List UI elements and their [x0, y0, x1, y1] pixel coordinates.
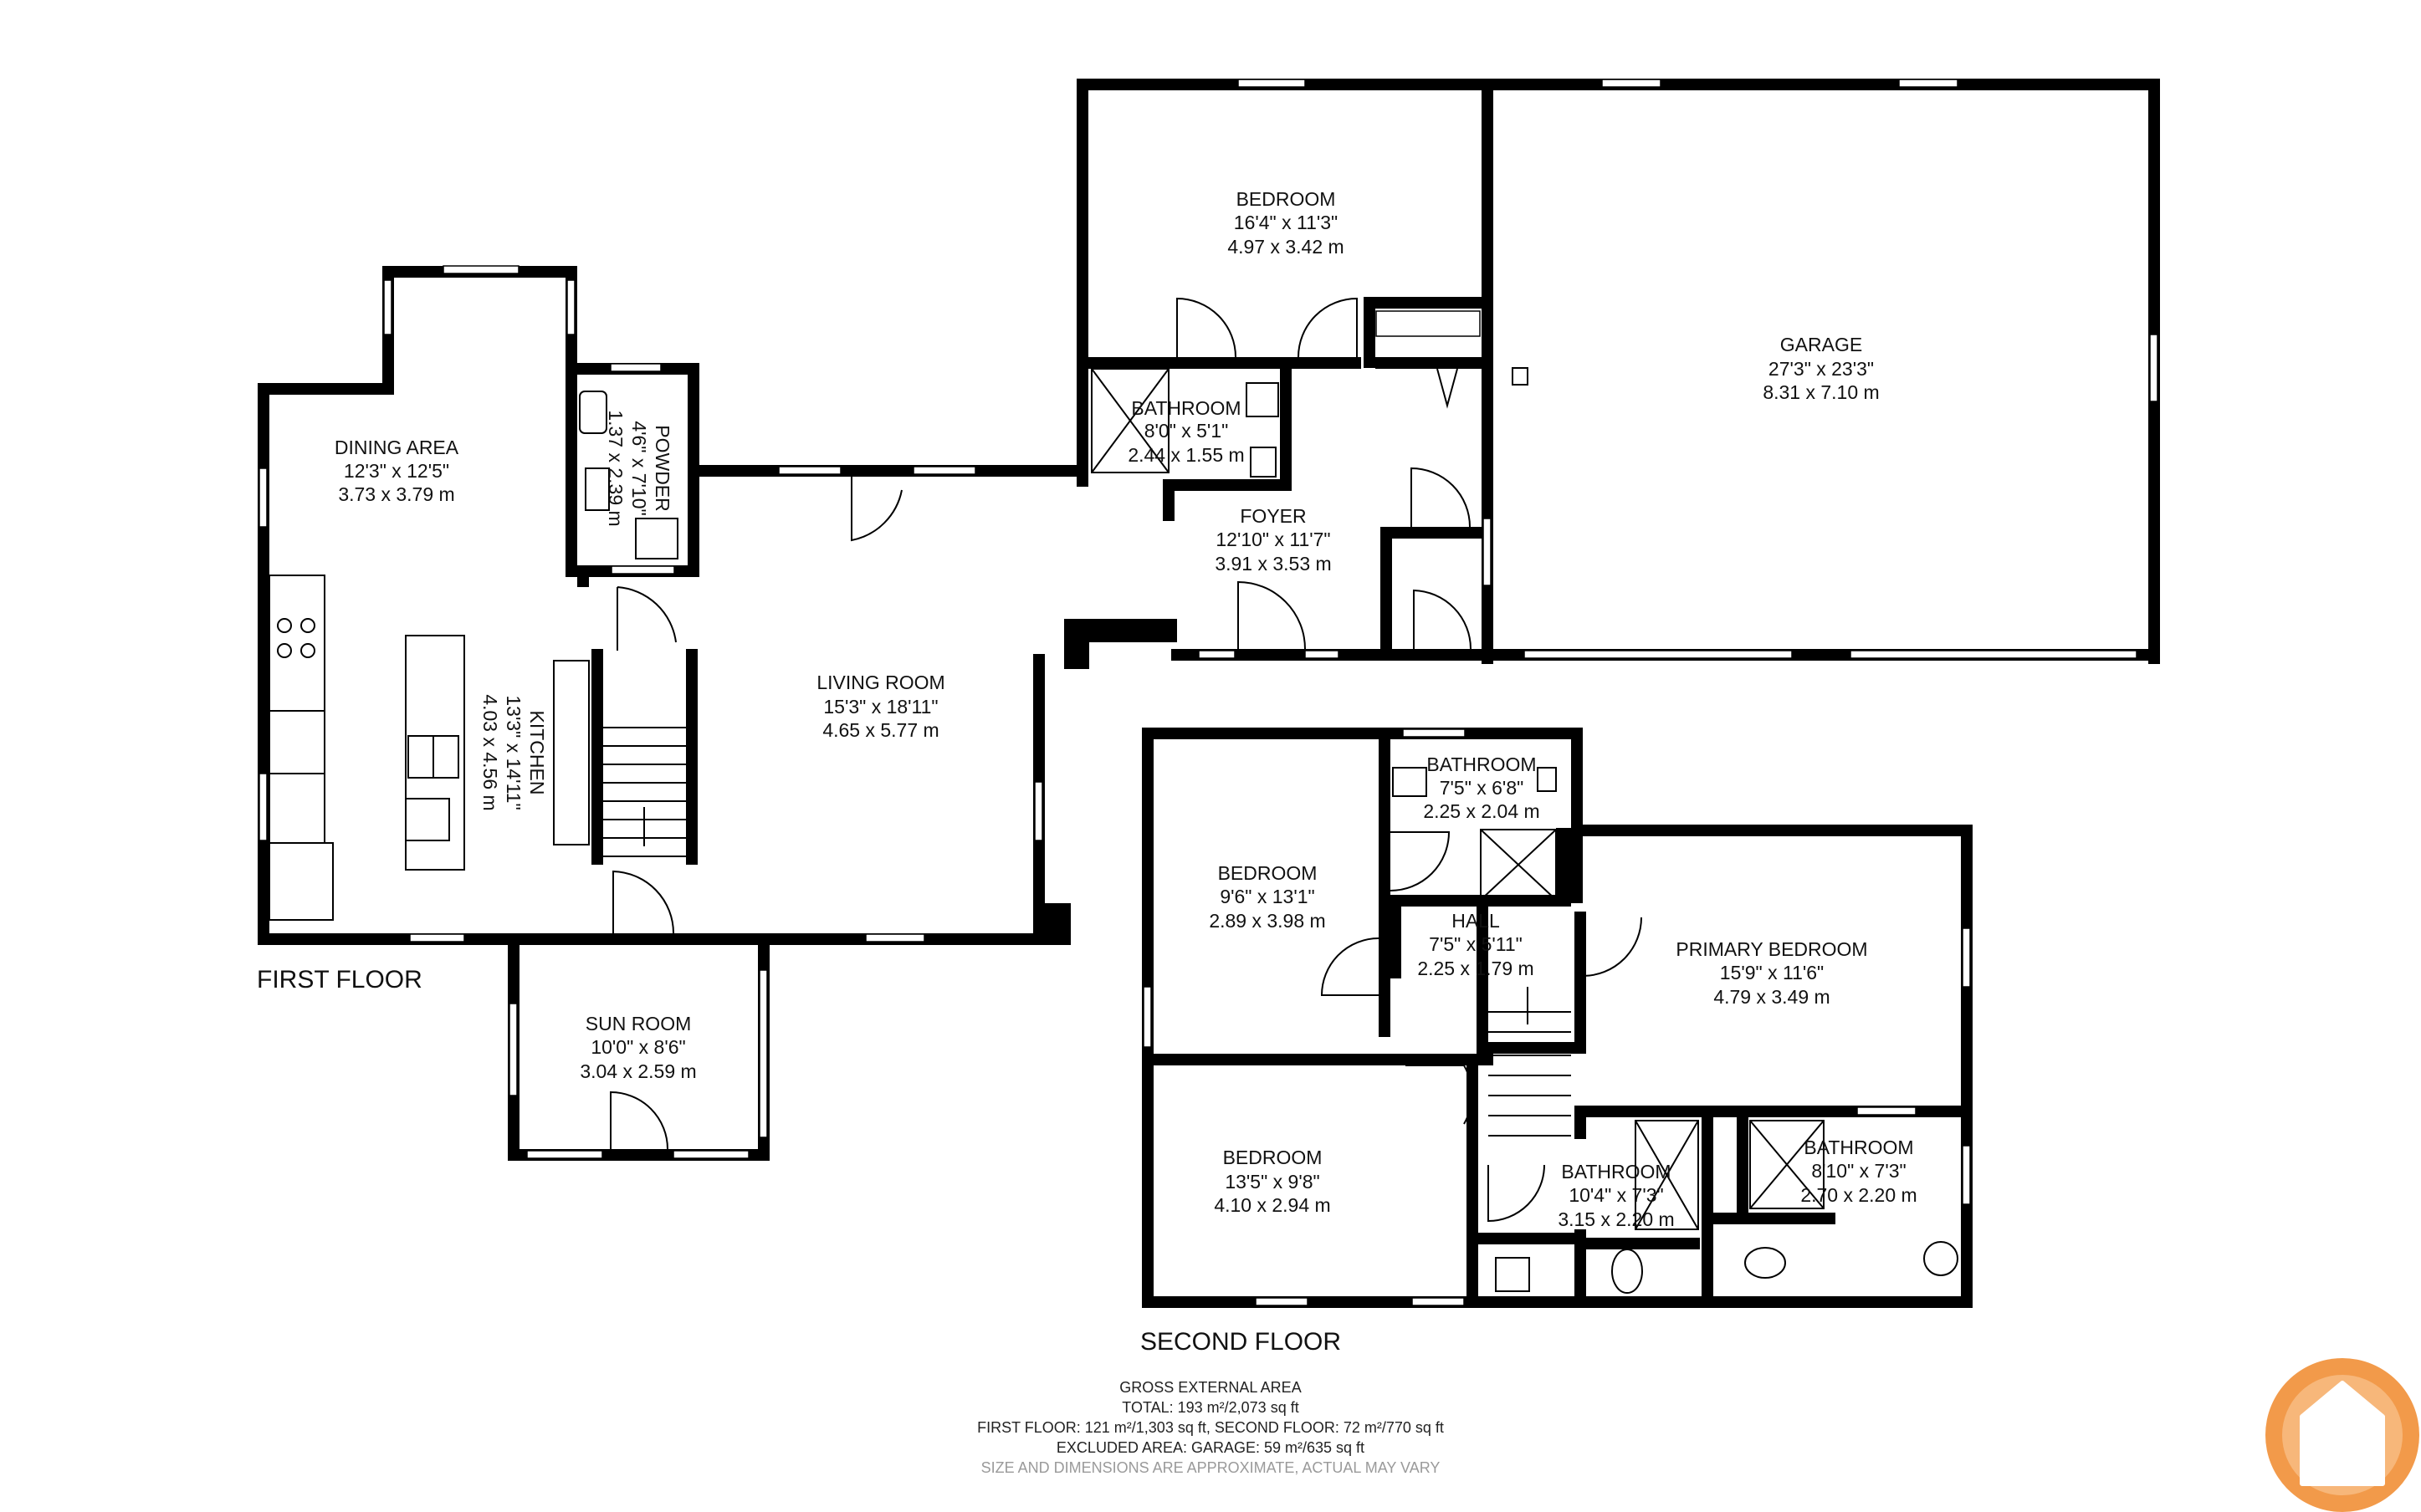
- room-garage: GARAGE 27'3" x 23'3" 8.31 x 7.10 m: [1763, 334, 1879, 403]
- room-sun-room: SUN ROOM 10'0" x 8'6" 3.04 x 2.59 m: [580, 1013, 696, 1082]
- room-imperial: 15'3" x 18'11": [823, 696, 938, 718]
- room-metric: 2.44 x 1.55 m: [1128, 444, 1244, 466]
- room-primary-bedroom: PRIMARY BEDROOM 15'9" x 11'6" 4.79 x 3.4…: [1676, 938, 1867, 1008]
- room-metric: 1.37 x 2.39 m: [605, 410, 627, 526]
- room-metric: 4.03 x 4.56 m: [479, 694, 501, 810]
- room-name: BEDROOM: [1218, 862, 1318, 884]
- room-metric: 3.73 x 3.79 m: [338, 483, 454, 505]
- room-metric: 4.10 x 2.94 m: [1214, 1194, 1330, 1216]
- room-metric: 2.70 x 2.20 m: [1800, 1184, 1917, 1206]
- room-name: BEDROOM: [1223, 1147, 1323, 1168]
- room-metric: 2.25 x 1.79 m: [1417, 958, 1533, 979]
- room-kitchen: KITCHEN 13'3" x 14'11" 4.03 x 4.56 m: [479, 694, 548, 810]
- room-metric: 8.31 x 7.10 m: [1763, 381, 1879, 403]
- room-bathroom-second-c: BATHROOM 8'10" x 7'3" 2.70 x 2.20 m: [1800, 1137, 1917, 1206]
- room-bedroom-second-b: BEDROOM 13'5" x 9'8" 4.10 x 2.94 m: [1214, 1147, 1330, 1216]
- room-metric: 3.04 x 2.59 m: [580, 1060, 696, 1082]
- room-metric: 4.65 x 5.77 m: [822, 719, 939, 741]
- room-name: HALL: [1451, 910, 1500, 932]
- room-name: BATHROOM: [1426, 753, 1536, 775]
- room-name: BATHROOM: [1561, 1161, 1671, 1183]
- room-imperial: 10'0" x 8'6": [591, 1036, 685, 1058]
- room-imperial: 7'5" x 6'8": [1440, 777, 1524, 799]
- gross-area-summary: GROSS EXTERNAL AREA TOTAL: 193 m²/2,073 …: [977, 1379, 1444, 1476]
- summary-excluded: EXCLUDED AREA: GARAGE: 59 m²/635 sq ft: [1057, 1439, 1364, 1456]
- room-metric: 3.91 x 3.53 m: [1215, 553, 1331, 575]
- room-name: LIVING ROOM: [816, 672, 944, 693]
- summary-total: TOTAL: 193 m²/2,073 sq ft: [1122, 1399, 1298, 1416]
- room-bathroom-second-a: BATHROOM 7'5" x 6'8" 2.25 x 2.04 m: [1423, 753, 1539, 822]
- room-name: KITCHEN: [526, 711, 548, 795]
- room-bathroom-first-floor: BATHROOM 8'0" x 5'1" 2.44 x 1.55 m: [1128, 397, 1244, 466]
- room-imperial: 8'0" x 5'1": [1144, 420, 1229, 442]
- room-name: SUN ROOM: [586, 1013, 692, 1034]
- room-imperial: 13'3" x 14'11": [503, 695, 525, 810]
- room-name: GARAGE: [1780, 334, 1862, 355]
- room-bedroom-first-floor: BEDROOM 16'4" x 11'3" 4.97 x 3.42 m: [1227, 188, 1344, 258]
- room-metric: 2.89 x 3.98 m: [1209, 910, 1325, 932]
- room-bedroom-second-a: BEDROOM 9'6" x 13'1" 2.89 x 3.98 m: [1209, 862, 1325, 932]
- room-name: PRIMARY BEDROOM: [1676, 938, 1867, 960]
- room-imperial: 12'3" x 12'5": [344, 460, 449, 482]
- room-dining-area: DINING AREA 12'3" x 12'5" 3.73 x 3.79 m: [335, 437, 459, 505]
- first-floor-title: FIRST FLOOR: [257, 966, 422, 994]
- room-name: BEDROOM: [1236, 188, 1336, 210]
- room-name: BATHROOM: [1131, 397, 1241, 419]
- room-name: BATHROOM: [1804, 1137, 1913, 1158]
- room-name: DINING AREA: [335, 437, 459, 458]
- room-living-room: LIVING ROOM 15'3" x 18'11" 4.65 x 5.77 m: [816, 672, 944, 741]
- room-imperial: 7'5" x 5'11": [1429, 933, 1523, 955]
- first-floor-west-wing: [258, 265, 1177, 1161]
- room-imperial: 10'4" x 7'3": [1569, 1184, 1663, 1206]
- room-metric: 3.15 x 2.20 m: [1558, 1208, 1674, 1230]
- room-imperial: 16'4" x 11'3": [1234, 212, 1338, 233]
- room-metric: 2.25 x 2.04 m: [1423, 800, 1539, 822]
- room-imperial: 8'10" x 7'3": [1811, 1160, 1906, 1182]
- room-hall: HALL 7'5" x 5'11" 2.25 x 1.79 m: [1417, 910, 1533, 979]
- room-metric: 4.79 x 3.49 m: [1713, 986, 1830, 1008]
- second-floor-title: SECOND FLOOR: [1140, 1328, 1341, 1356]
- room-bathroom-second-b: BATHROOM 10'4" x 7'3" 3.15 x 2.20 m: [1558, 1161, 1674, 1230]
- room-imperial: 15'9" x 11'6": [1720, 962, 1824, 983]
- room-imperial: 9'6" x 13'1": [1220, 886, 1314, 907]
- summary-heading: GROSS EXTERNAL AREA: [1119, 1379, 1301, 1396]
- room-metric: 4.97 x 3.42 m: [1227, 236, 1344, 258]
- first-floor-east-wing: [1077, 79, 2160, 664]
- room-imperial: 27'3" x 23'3": [1768, 358, 1874, 380]
- room-name: POWDER: [652, 425, 673, 512]
- summary-floors: FIRST FLOOR: 121 m²/1,303 sq ft, SECOND …: [977, 1419, 1444, 1436]
- second-floor: [1142, 728, 1973, 1308]
- room-foyer: FOYER 12'10" x 11'7" 3.91 x 3.53 m: [1215, 505, 1331, 575]
- summary-disclaimer: SIZE AND DIMENSIONS ARE APPROXIMATE, ACT…: [981, 1459, 1441, 1476]
- room-imperial: 4'6" x 7'10": [628, 421, 650, 515]
- room-name: FOYER: [1240, 505, 1306, 527]
- room-imperial: 13'5" x 9'8": [1225, 1171, 1319, 1193]
- house-logo-icon: [2265, 1358, 2419, 1512]
- room-imperial: 12'10" x 11'7": [1216, 529, 1330, 550]
- room-powder: POWDER 4'6" x 7'10" 1.37 x 2.39 m: [605, 410, 673, 526]
